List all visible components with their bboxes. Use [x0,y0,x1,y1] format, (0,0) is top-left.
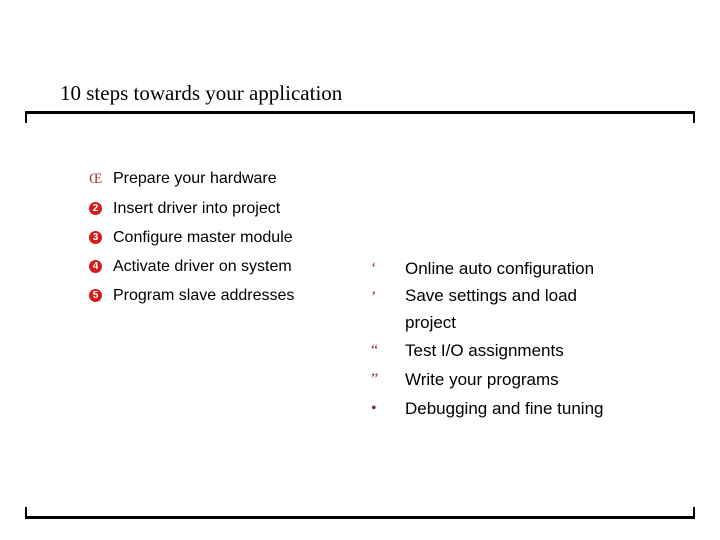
bottom-rule [25,507,695,519]
list-item: “ Test I/O assignments [371,336,620,365]
marker-cell: 5 [89,281,113,302]
step-label: Configure master module [113,229,293,246]
list-item: • Debugging and fine tuning [371,394,620,423]
list-item: 4 Activate driver on system [89,252,294,281]
marker-cell: Œ [89,164,113,194]
list-item: ’ Save settings and load project [371,283,620,336]
list-item: 3 Configure master module [89,223,294,252]
step-3-circled-number-icon: 3 [89,231,102,244]
marker-cell: 4 [89,252,113,273]
step-4-circled-number-icon: 4 [89,260,102,273]
marker-cell: 3 [89,223,113,244]
step-label: Save settings and load project [405,286,578,332]
slide-title: 10 steps towards your application [60,81,343,105]
step-5-circled-number-icon: 5 [89,289,102,302]
right-step-list: ‘ Online auto configuration ’ Save setti… [371,254,620,423]
list-item: 5 Program slave addresses [89,281,294,310]
marker-cell: 2 [89,194,113,215]
left-step-list: Œ Prepare your hardware 2 Insert driver … [89,164,294,310]
list-item: 2 Insert driver into project [89,194,294,223]
step-label: Write your programs [405,370,559,389]
step-label: Test I/O assignments [405,341,564,360]
step-10-bullet-glyph-icon: • [371,400,377,417]
step-2-circled-number-icon: 2 [89,202,102,215]
list-item: Œ Prepare your hardware [89,164,294,194]
step-9-bullet-glyph-icon: ” [371,371,379,388]
top-rule [25,111,695,123]
list-item: ‘ Online auto configuration [371,254,620,283]
step-label: Prepare your hardware [113,170,277,187]
step-1-bullet-glyph-icon: Œ [89,171,103,187]
step-label: Insert driver into project [113,200,281,217]
list-item: ” Write your programs [371,365,620,394]
step-label: Activate driver on system [113,258,292,275]
step-6-bullet-glyph-icon: ‘ [371,260,377,277]
step-label: Debugging and fine tuning [405,399,604,418]
step-label: Program slave addresses [113,287,295,304]
step-8-bullet-glyph-icon: “ [371,342,379,359]
step-7-bullet-glyph-icon: ’ [371,289,377,306]
step-label: Online auto configuration [405,259,595,278]
